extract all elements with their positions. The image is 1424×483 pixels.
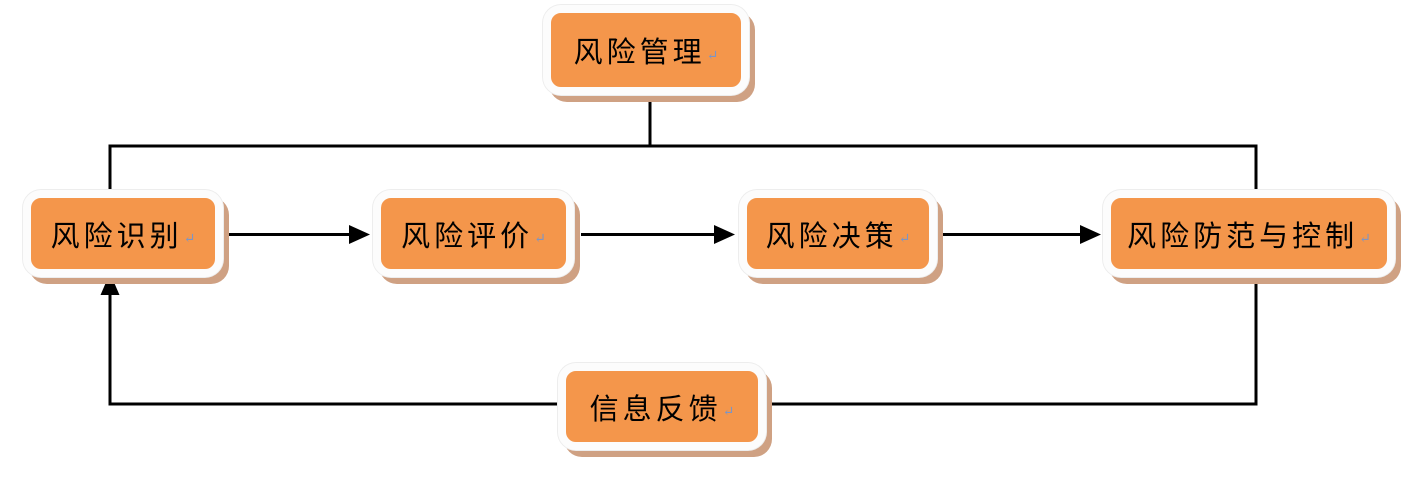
node-risk-management: 风险管理↵: [543, 5, 749, 95]
node-label: 风险评价: [401, 220, 534, 253]
paragraph-mark-icon: ↵: [1359, 232, 1371, 247]
node-risk-evaluation: 风险评价↵: [373, 190, 574, 277]
paragraph-mark-icon: ↵: [706, 48, 719, 64]
paragraph-mark-icon: ↵: [722, 405, 735, 420]
node-risk-identification: 风险识别↵: [23, 190, 223, 277]
node-label: 风险防范与控制: [1127, 220, 1359, 253]
node-risk-decision: 风险决策↵: [739, 190, 937, 277]
connector-arrow-identification-evaluation: [226, 225, 370, 244]
connector-arrow-decision-prevention: [943, 225, 1101, 244]
connector-top-bar: [108, 144, 1258, 191]
paragraph-mark-icon: ↵: [898, 232, 911, 247]
node-label: 风险管理: [573, 37, 706, 69]
connector-arrow-evaluation-decision: [581, 225, 735, 244]
node-label: 风险决策: [765, 220, 898, 253]
node-risk-prevention-control: 风险防范与控制↵: [1103, 190, 1395, 277]
node-label: 风险识别: [50, 220, 183, 253]
node-information-feedback: 信息反馈↵: [558, 363, 766, 450]
paragraph-mark-icon: ↵: [183, 232, 196, 247]
paragraph-mark-icon: ↵: [534, 232, 546, 247]
node-label: 信息反馈: [589, 393, 722, 426]
